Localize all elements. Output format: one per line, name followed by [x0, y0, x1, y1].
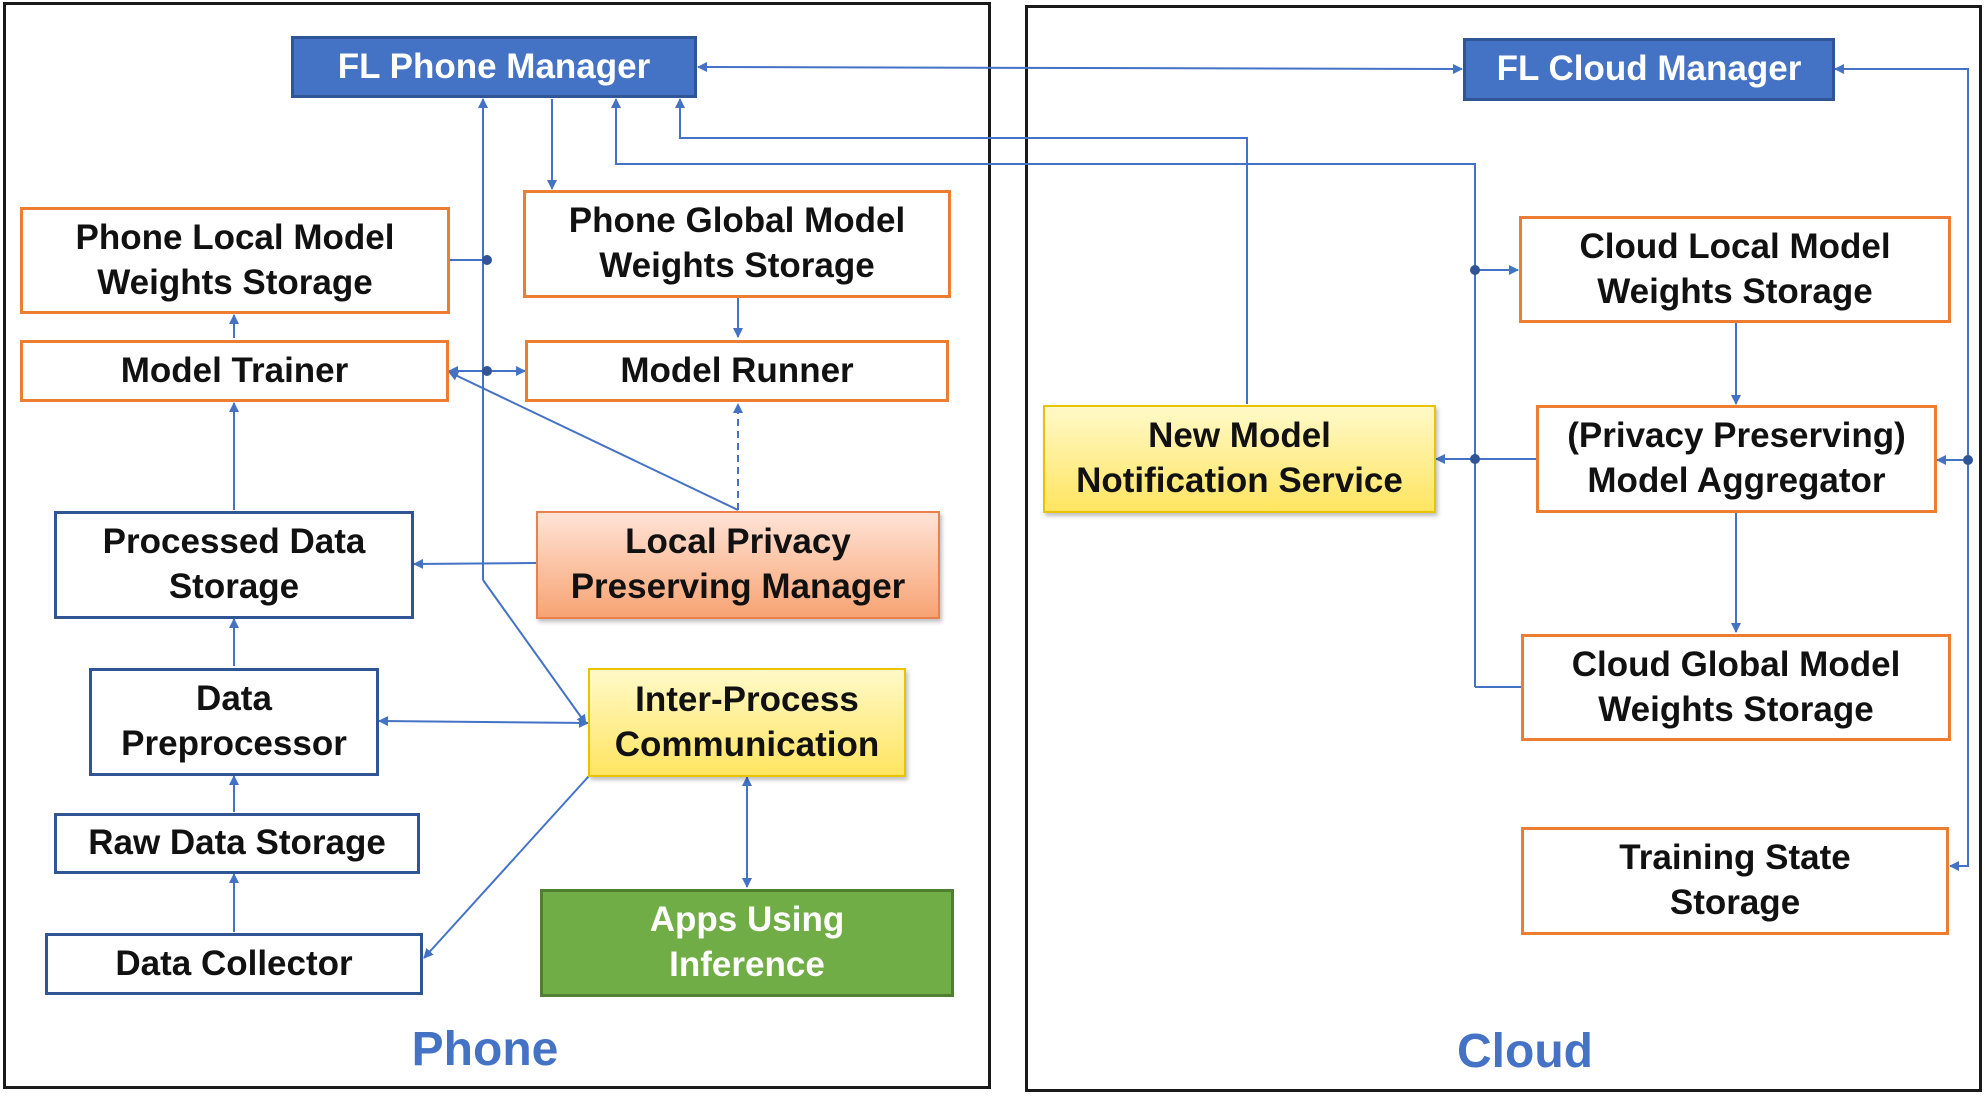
- junction-cloud-local: [1470, 265, 1480, 275]
- local-privacy-manager-node: Local Privacy Preserving Manager: [536, 511, 940, 619]
- edge-preprocessor-ipc: [378, 716, 589, 728]
- fl-phone-manager-node: FL Phone Manager: [291, 36, 697, 98]
- cloud-local-storage-node: Cloud Local Model Weights Storage: [1519, 216, 1951, 323]
- junction-aggregator: [1470, 454, 1480, 464]
- phone-panel-label: Phone: [411, 1023, 559, 1076]
- data-collector-node: Data Collector: [45, 933, 423, 995]
- cloud-panel: [1025, 5, 1982, 1092]
- edge-privacy-to-trainer: [448, 371, 739, 511]
- junction-local-storage: [482, 255, 492, 265]
- phone-global-storage-node: Phone Global Model Weights Storage: [523, 190, 951, 298]
- cloud-panel-label: Cloud: [1457, 1025, 1593, 1078]
- edge-phone-manager-cloud-manager: [697, 62, 1463, 74]
- raw-data-storage-node: Raw Data Storage: [54, 813, 420, 874]
- phone-local-storage-node: Phone Local Model Weights Storage: [20, 207, 450, 314]
- junction-trainer-runner: [482, 366, 492, 376]
- model-aggregator-node: (Privacy Preserving) Model Aggregator: [1536, 405, 1937, 513]
- processed-data-storage-node: Processed Data Storage: [54, 511, 414, 619]
- new-model-notification-node: New Model Notification Service: [1043, 405, 1436, 513]
- edge-notification-to-manager: [675, 98, 1248, 404]
- model-trainer-node: Model Trainer: [20, 340, 449, 402]
- junction-right-bus: [1963, 455, 1973, 465]
- training-state-storage-node: Training State Storage: [1521, 827, 1949, 935]
- edge-collector-ipc: [423, 765, 599, 959]
- data-preprocessor-node: Data Preprocessor: [89, 668, 379, 776]
- fl-cloud-manager-node: FL Cloud Manager: [1463, 38, 1835, 101]
- model-runner-node: Model Runner: [525, 340, 949, 402]
- phone-panel: [3, 2, 991, 1089]
- edge-cloud-manager-bus: [1834, 64, 1969, 871]
- cloud-global-storage-node: Cloud Global Model Weights Storage: [1521, 634, 1951, 741]
- inter-process-communication-node: Inter-Process Communication: [588, 668, 906, 777]
- edge-privacy-to-processed: [413, 558, 537, 569]
- edge-spine-to-ipc: [482, 579, 587, 725]
- apps-using-inference-node: Apps Using Inference: [540, 889, 954, 997]
